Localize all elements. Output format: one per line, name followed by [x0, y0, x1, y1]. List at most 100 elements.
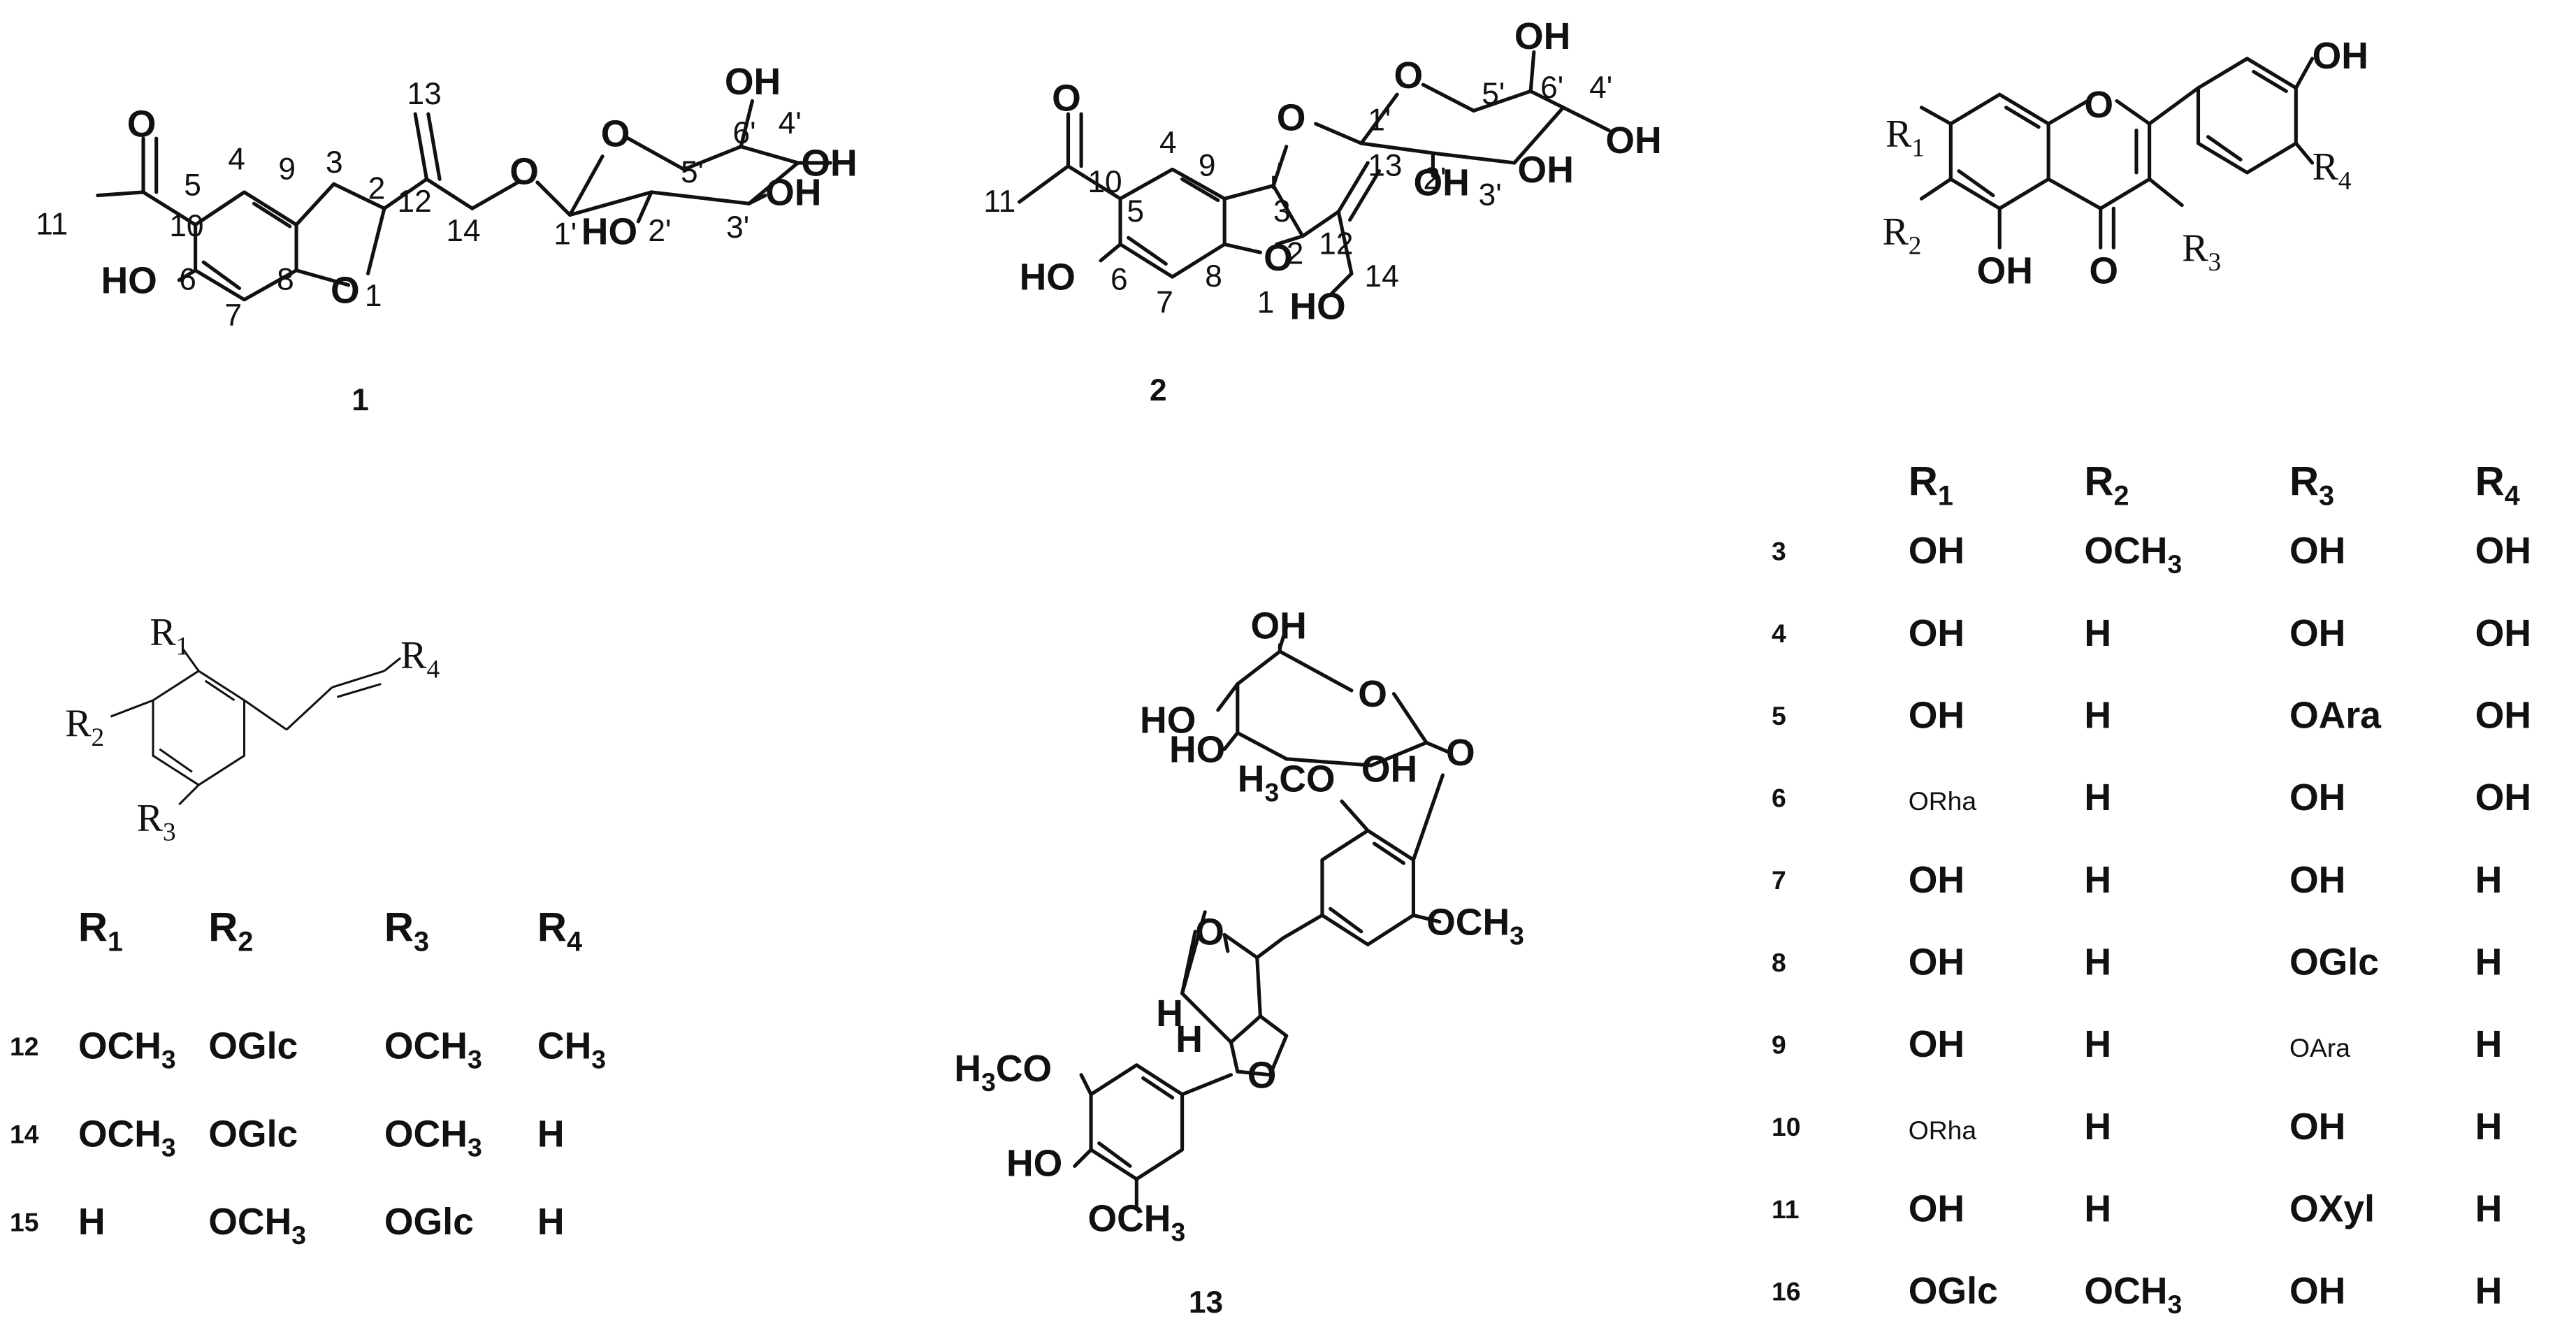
flavone-cell-r4: OH	[2475, 777, 2531, 818]
svg-text:R2: R2	[1882, 210, 1921, 261]
svg-text:4: 4	[228, 142, 245, 176]
flavone-row-id: 6	[1772, 784, 1786, 813]
flavone-cell-r2: H	[2084, 612, 2111, 654]
flavone-scaffold: O O OH OH R1 R2 R3 R4	[1882, 35, 2368, 292]
svg-text:8: 8	[277, 263, 294, 297]
flavone-cell-r3: OAra	[2289, 1033, 2350, 1062]
flavone-cell-r1: OH	[1909, 695, 1964, 737]
svg-text:R2: R2	[2084, 459, 2129, 511]
svg-text:H: H	[1175, 1018, 1203, 1060]
flavone-row-id: 7	[1772, 865, 1786, 895]
svg-text:4': 4'	[1589, 71, 1612, 105]
flavone-cell-r1: ORha	[1909, 786, 1977, 816]
svg-text:OH: OH	[1413, 162, 1469, 204]
phenylpropanoid-scaffold: R1 R2 R3 R4	[65, 611, 440, 847]
flavone-cell-r2: H	[2084, 1023, 2111, 1065]
svg-text:1': 1'	[1368, 103, 1391, 137]
flavone-cell-r2: H	[2084, 1188, 2111, 1230]
svg-text:3: 3	[326, 145, 343, 180]
flavone-cell-r4: H	[2475, 941, 2503, 983]
compound-2-label: 2	[1150, 373, 1167, 407]
svg-text:R1: R1	[1909, 459, 1953, 511]
svg-text:HO: HO	[1289, 286, 1345, 328]
svg-text:7: 7	[225, 298, 243, 333]
svg-text:OH: OH	[1605, 120, 1661, 161]
svg-text:7: 7	[1156, 285, 1173, 319]
svg-text:HO: HO	[1169, 728, 1225, 770]
phenyl-row-id: 12	[10, 1032, 38, 1061]
flavone-row-id: 4	[1772, 619, 1786, 648]
svg-text:3': 3'	[1479, 178, 1502, 212]
phenyl-cell-r2: OCH3	[208, 1201, 306, 1250]
svg-text:HO: HO	[101, 259, 157, 301]
svg-text:O: O	[1195, 911, 1224, 953]
svg-text:OH: OH	[1361, 748, 1417, 790]
flavone-cell-r2: H	[2084, 1106, 2111, 1148]
svg-text:12: 12	[1319, 226, 1353, 261]
flavone-cell-r1: OGlc	[1909, 1270, 1998, 1312]
phenyl-cell-r2: OGlc	[208, 1113, 298, 1155]
phenyl-row-id: 15	[10, 1207, 38, 1236]
flavone-row-id: 8	[1772, 948, 1786, 977]
phenyl-cell-r4: H	[537, 1201, 565, 1243]
svg-text:R4: R4	[2313, 145, 2352, 195]
svg-text:OCH3: OCH3	[1426, 901, 1524, 950]
svg-text:R4: R4	[400, 633, 440, 684]
svg-text:4: 4	[1159, 126, 1177, 160]
flavone-row-id: 16	[1772, 1277, 1800, 1306]
svg-text:3': 3'	[726, 210, 749, 245]
svg-text:R3: R3	[2182, 226, 2221, 277]
flavone-cell-r2: H	[2084, 941, 2111, 983]
svg-text:R4: R4	[537, 905, 582, 958]
flavone-cell-r3: OGlc	[2289, 941, 2379, 983]
phenyl-row-id: 14	[10, 1120, 39, 1149]
svg-text:6: 6	[1110, 263, 1128, 297]
flavone-row-id: 11	[1772, 1195, 1799, 1224]
flavone-cell-r2: H	[2084, 777, 2111, 818]
svg-text:HO: HO	[1140, 699, 1196, 741]
svg-text:14: 14	[446, 214, 480, 248]
svg-text:13: 13	[1368, 149, 1402, 183]
svg-text:HO: HO	[1020, 257, 1076, 298]
svg-text:11: 11	[983, 185, 1015, 219]
svg-text:O: O	[1446, 732, 1475, 774]
svg-text:OH: OH	[1518, 149, 1574, 191]
flavone-cell-r1: ORha	[1909, 1116, 1977, 1145]
flavone-row-id: 10	[1772, 1112, 1800, 1141]
svg-text:3: 3	[1273, 194, 1291, 229]
compound-1-label: 1	[352, 383, 369, 417]
svg-text:9: 9	[278, 152, 296, 186]
svg-text:H3CO: H3CO	[1238, 758, 1336, 807]
phenyl-cell-r1: OCH3	[78, 1113, 176, 1162]
flavone-row-id: 3	[1772, 537, 1786, 566]
svg-text:HO: HO	[581, 211, 637, 253]
svg-text:O: O	[2089, 250, 2118, 291]
svg-text:OH: OH	[1514, 15, 1570, 57]
svg-text:2: 2	[1287, 236, 1304, 270]
svg-text:1: 1	[365, 279, 382, 313]
flavone-cell-r1: OH	[1909, 1023, 1964, 1065]
flavone-cell-r4: H	[2475, 1270, 2503, 1312]
flavone-cell-r1: OH	[1909, 859, 1964, 901]
svg-text:O: O	[1358, 673, 1387, 715]
flavone-cell-r3: OH	[2289, 777, 2345, 818]
svg-text:O: O	[509, 150, 539, 192]
svg-text:OH: OH	[725, 61, 781, 103]
flavone-cell-r1: OH	[1909, 1188, 1964, 1230]
flavone-cell-r4: H	[2475, 859, 2503, 901]
svg-text:R2: R2	[65, 702, 104, 752]
flavone-cell-r4: H	[2475, 1188, 2503, 1230]
phenyl-cell-r4: H	[537, 1113, 565, 1155]
svg-text:5': 5'	[1482, 77, 1505, 111]
svg-text:6': 6'	[1540, 71, 1563, 105]
svg-text:2': 2'	[1423, 161, 1446, 196]
flavone-row-id: 5	[1772, 701, 1786, 730]
svg-text:O: O	[331, 269, 360, 311]
compound-13-structure: OH O O HO HO H3CO OH OCH3 O O H H H3CO H…	[954, 605, 1524, 1246]
svg-text:OH: OH	[801, 143, 857, 185]
svg-text:O: O	[2084, 84, 2113, 126]
